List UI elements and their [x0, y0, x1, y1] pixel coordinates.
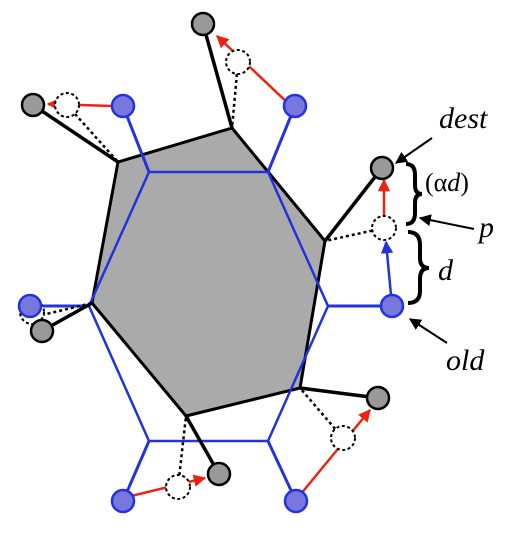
alpha-d-close: ): [460, 168, 469, 197]
old-vertices: [17, 93, 405, 514]
old-pointer-arrow: [408, 318, 448, 344]
intermediate-edges: [29, 61, 385, 488]
d-brace: [407, 230, 430, 305]
alpha-d-label: (αd): [425, 168, 469, 197]
old-label: old: [446, 344, 485, 377]
p-label: p: [477, 211, 494, 244]
old-to-p-arrow: [380, 240, 394, 296]
alpha-d-brace: [405, 162, 423, 226]
dest-vertices: [20, 11, 395, 487]
alpha-d-open: (: [425, 168, 434, 197]
dest-label: dest: [439, 102, 488, 135]
d-label: d: [438, 254, 454, 287]
alpha-symbol: α: [434, 168, 448, 197]
p-pointer-arrow: [418, 214, 475, 230]
alpha-d-variable: d: [447, 168, 461, 197]
dest-pointer-arrow: [395, 137, 433, 164]
